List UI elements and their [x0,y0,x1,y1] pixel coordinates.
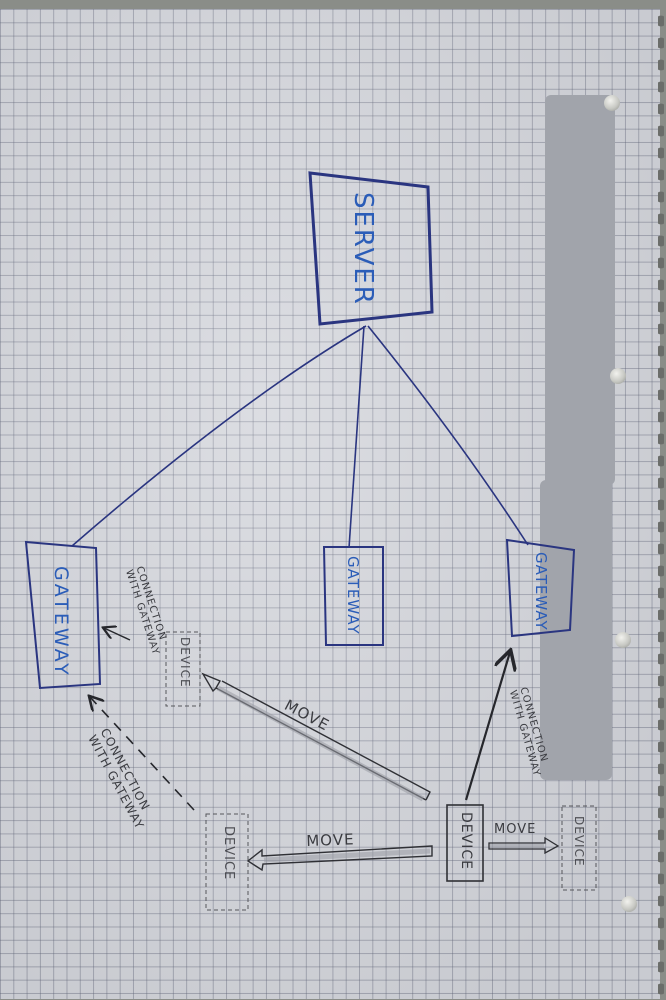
server-box [308,171,434,326]
edge-server-gateway-center [348,325,365,549]
server-label: SERVER [348,192,378,306]
gateway-center-box [322,546,384,646]
gateway-left-label: GATEWAY [50,566,72,678]
device-ghost-upper-left-box [165,631,201,707]
punch-hole-4 [621,896,637,912]
device-ghost-right-label: DEVICE [572,816,586,867]
move-label-right: MOVE [494,822,537,837]
redacted-region [545,95,615,485]
connection-arrow-upper-left [104,628,131,641]
gateway-right-label: GATEWAY [532,552,550,631]
edge-server-gateway-right [367,325,529,546]
gateway-center-label: GATEWAY [344,556,362,635]
move-arrow-upper-left [201,672,431,801]
device-ghost-lower-left-box [205,813,249,911]
device-ghost-lower-left-label: DEVICE [221,826,236,881]
device-ghost-right-box [561,805,597,891]
punch-hole-3 [615,632,631,648]
device-ghost-upper-left-label: DEVICE [178,637,192,688]
gateway-right-box [505,538,576,638]
connection-arrow-current [464,652,510,801]
paper-edge-perforation [658,10,664,1000]
device-current-box [446,804,484,882]
gateway-left-box [24,540,102,690]
punch-hole-2 [610,368,626,384]
move-arrow-right [488,836,560,855]
edge-server-gateway-left [71,325,367,547]
device-current-label: DEVICE [458,812,474,870]
connection-arrow-lower-left [90,697,195,811]
move-label-left: MOVE [306,830,355,850]
punch-hole-1 [604,95,620,111]
redacted-region-lower [540,480,612,780]
move-arrow-left [246,845,433,872]
